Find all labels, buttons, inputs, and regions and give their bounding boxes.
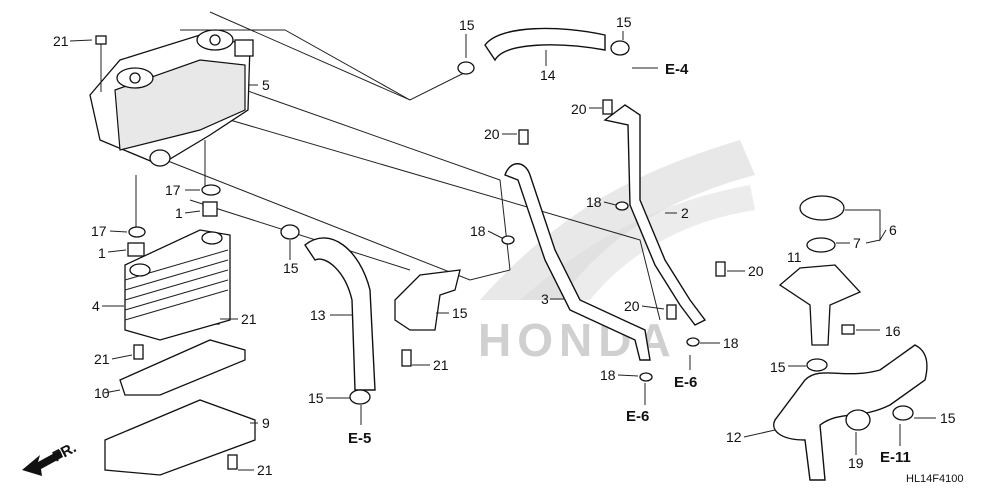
cooler-core	[124, 229, 231, 341]
ref-e5: E-5	[348, 430, 371, 447]
diagram-code: HL14F4100	[906, 473, 964, 485]
callout-9: 10	[94, 385, 110, 401]
callout-5: 5	[262, 77, 270, 93]
pipe-3	[504, 163, 651, 361]
ref-e6: E-6	[674, 374, 697, 391]
callout-8: 9	[262, 415, 270, 431]
callout-labels: 21 5 17 1 17 1 4 21 21 10 9 21 15 13 15 …	[53, 14, 956, 478]
callout-21: 21	[94, 351, 110, 367]
hose-12	[304, 237, 376, 391]
callout-3: 3	[541, 291, 549, 307]
filler-cap	[799, 195, 845, 221]
callout-20: 20	[484, 126, 500, 142]
callout-10: 11	[787, 249, 802, 265]
o-ring-7	[806, 237, 836, 253]
callout-21: 21	[257, 462, 273, 478]
callout-7: 7	[853, 235, 861, 251]
callout-1: 1	[98, 245, 106, 261]
callout-2: 2	[681, 205, 689, 221]
callout-21: 21	[241, 311, 257, 327]
callout-15: 15	[616, 14, 632, 30]
callout-20: 20	[624, 298, 640, 314]
cover-plate	[104, 399, 256, 476]
ref-e4: E-4	[665, 61, 689, 78]
callout-18: 18	[586, 194, 602, 210]
callout-21: 21	[433, 357, 449, 373]
callout-17: 17	[91, 223, 107, 239]
callout-6: 6	[889, 222, 897, 238]
ref-e6: E-6	[626, 408, 649, 425]
callout-15: 15	[940, 410, 956, 426]
callout-21: 21	[53, 33, 69, 49]
callout-15: 15	[308, 390, 324, 406]
callout-18: 18	[723, 335, 739, 351]
callout-15: 15	[459, 17, 475, 33]
callout-14: 15	[452, 305, 468, 321]
callout-15: 15	[770, 359, 786, 375]
callout-13: 14	[540, 67, 556, 83]
callout-16: 16	[885, 323, 901, 339]
clamp-19	[845, 409, 871, 431]
filler-neck	[778, 264, 862, 346]
callout-20: 20	[571, 101, 587, 117]
callout-15: 15	[283, 260, 299, 276]
callout-18: 18	[600, 367, 616, 383]
callout-4: 4	[92, 298, 100, 314]
callout-19: 19	[848, 455, 864, 471]
callout-18: 18	[470, 223, 486, 239]
callout-12: 13	[310, 307, 326, 323]
pipe-2	[603, 104, 707, 326]
clamp-icon	[280, 40, 914, 421]
callout-11: 12	[726, 429, 742, 445]
callout-20: 20	[748, 263, 764, 279]
bolt-16	[841, 324, 855, 335]
front-direction-arrow: FR.	[22, 439, 79, 476]
washer-icon	[127, 184, 700, 382]
bracket-14	[394, 269, 461, 331]
gasket	[119, 339, 246, 396]
oil-cooler-housing	[89, 29, 254, 167]
ref-e11: E-11	[880, 449, 911, 466]
callout-1: 1	[175, 205, 183, 221]
callout-17: 17	[165, 182, 181, 198]
hose-13	[484, 27, 606, 62]
